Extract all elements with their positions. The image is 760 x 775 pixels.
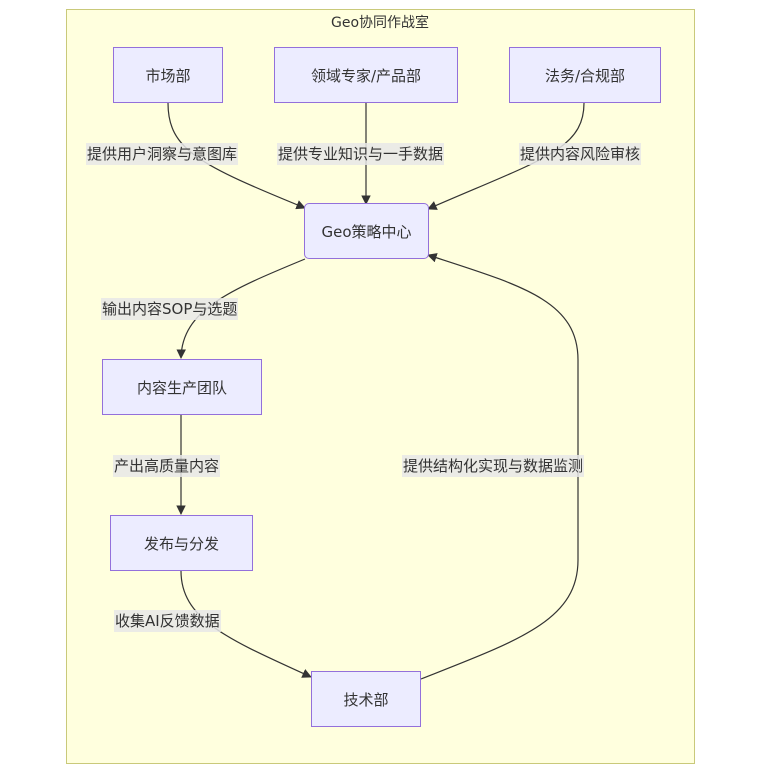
node-market[interactable]: 市场部 — [113, 47, 223, 103]
node-legal-label: 法务/合规部 — [544, 66, 626, 85]
node-content-team-label: 内容生产团队 — [136, 378, 227, 397]
node-tech-label: 技术部 — [343, 690, 389, 709]
edge-label-content-publish: 产出高质量内容 — [113, 455, 221, 477]
node-experts-label: 领域专家/产品部 — [310, 66, 422, 85]
node-content-team[interactable]: 内容生产团队 — [102, 359, 262, 415]
node-experts[interactable]: 领域专家/产品部 — [274, 47, 458, 103]
subgraph-title: Geo协同作战室 — [330, 15, 430, 31]
edge-label-publish-tech: 收集AI反馈数据 — [114, 610, 221, 632]
node-publish[interactable]: 发布与分发 — [110, 515, 253, 571]
edge-label-tech-strategy: 提供结构化实现与数据监测 — [402, 455, 585, 477]
edge-label-experts: 提供专业知识与一手数据 — [277, 143, 445, 165]
edge-label-market: 提供用户洞察与意图库 — [86, 143, 239, 165]
node-market-label: 市场部 — [145, 66, 191, 85]
node-strategy[interactable]: Geo策略中心 — [304, 203, 429, 259]
edge-tech-to-strategy — [420, 253, 579, 680]
node-legal[interactable]: 法务/合规部 — [509, 47, 661, 103]
node-publish-label: 发布与分发 — [143, 534, 219, 553]
node-strategy-label: Geo策略中心 — [321, 222, 412, 241]
node-tech[interactable]: 技术部 — [311, 671, 421, 727]
edge-label-legal: 提供内容风险审核 — [519, 143, 642, 165]
edge-label-strategy-content: 输出内容SOP与选题 — [101, 298, 239, 320]
